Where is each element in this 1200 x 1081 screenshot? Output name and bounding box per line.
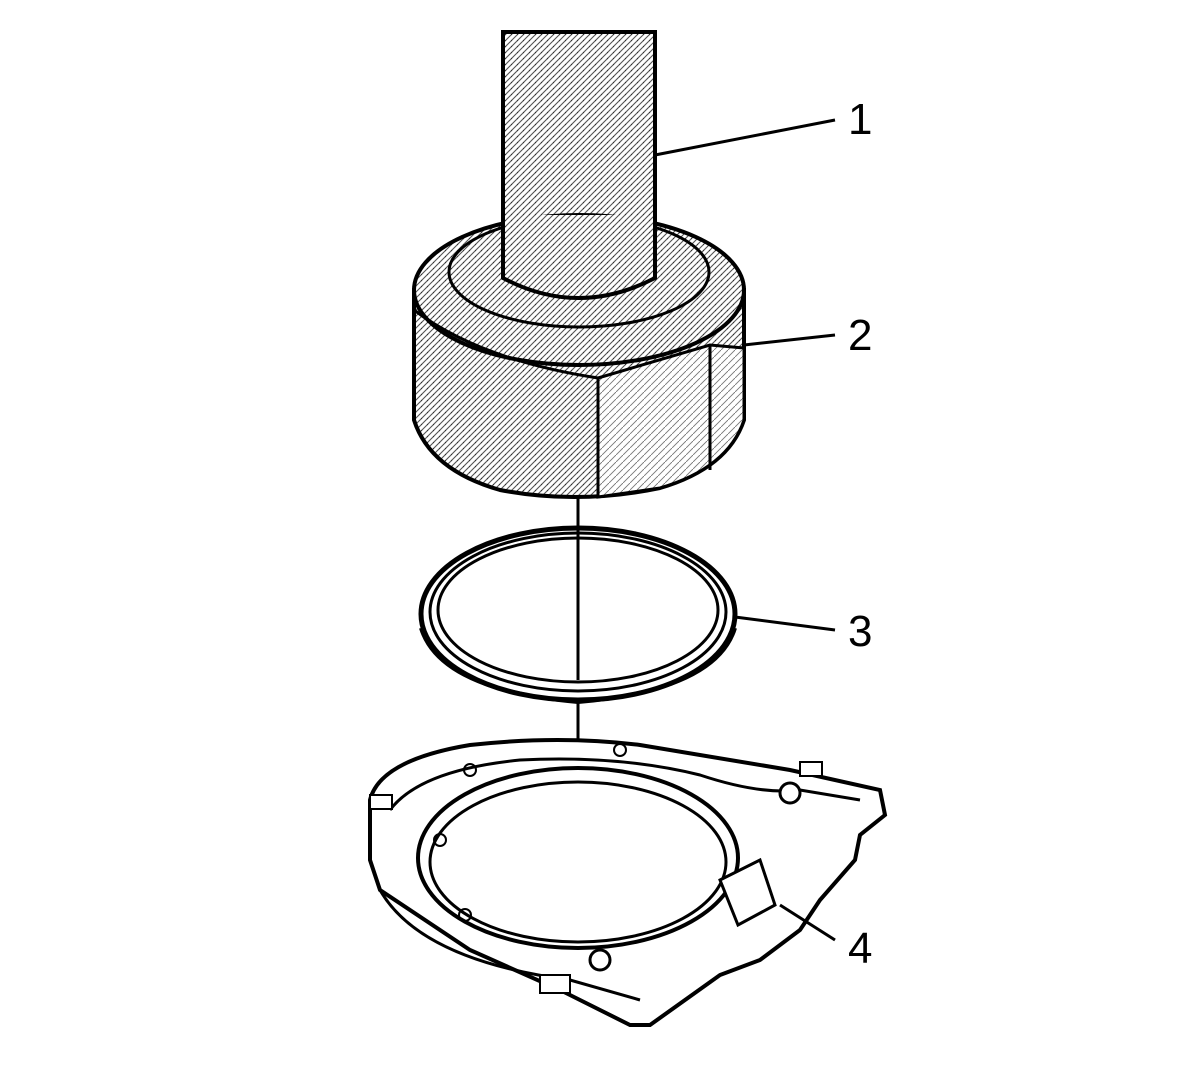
- seal-installer-head: [412, 32, 746, 500]
- callout-2: 2: [848, 311, 872, 360]
- callout-1: 1: [848, 95, 872, 144]
- leader-lines: [654, 118, 836, 942]
- seal-housing: [368, 738, 888, 1027]
- callout-3: 3: [848, 607, 872, 656]
- leader-line-4: [779, 903, 836, 942]
- leader-line-3: [734, 615, 836, 632]
- callout-4: 4: [848, 924, 872, 973]
- leader-line-2: [743, 333, 836, 347]
- leader-line-1: [654, 118, 836, 157]
- oil-seal-ring: [418, 525, 738, 705]
